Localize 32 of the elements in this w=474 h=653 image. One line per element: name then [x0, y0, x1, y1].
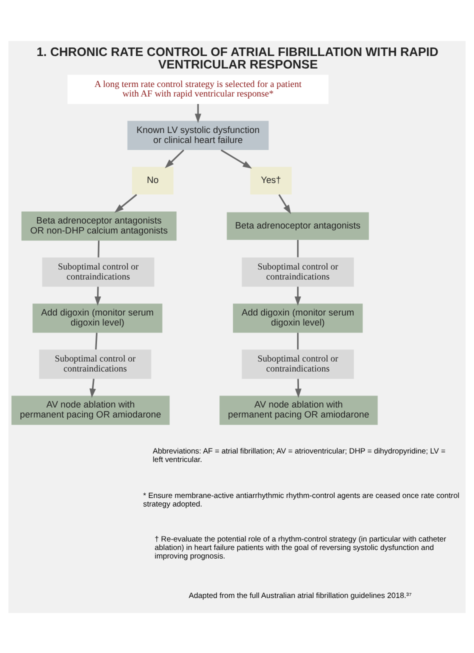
node-box: AV node ablation with permanent pacing OR amiodarone — [11, 395, 170, 424]
node-box: Add digoxin (monitor serum digoxin level) — [232, 303, 363, 332]
node-box: Beta adrenoceptor antagonists OR non-DHP calcium antagonists — [21, 210, 177, 240]
connector — [297, 239, 299, 257]
arrow — [94, 286, 102, 306]
node-box: Add digoxin (monitor serum digoxin level) — [32, 303, 162, 332]
node-box: Suboptimal control or contraindications — [39, 349, 152, 378]
arrow — [164, 149, 184, 168]
connector — [95, 332, 98, 350]
arrow — [220, 148, 252, 168]
node-box: Yes† — [250, 166, 292, 194]
arrow — [89, 378, 96, 398]
node-box: Suboptimal control or contraindications — [242, 349, 354, 378]
arrow — [194, 103, 202, 122]
node-box: Beta adrenoceptor antagonists — [226, 212, 369, 240]
node-box: AV node ablation with permanent pacing OR amiodarone — [220, 395, 378, 424]
label: † Re-evaluate the potential role of a rhythm-control strategy (in particular with catheter ablation) in heart failure patients with the goal of reversing systolic dysfunction and improving prognosis. — [154, 534, 446, 560]
arrow — [114, 194, 138, 212]
node-box: No — [132, 166, 174, 194]
node-box: Suboptimal control or contraindications — [242, 257, 354, 286]
node-box: A long term rate control strategy is selected for a patient with AF with rapid ventricular response* — [68, 74, 329, 104]
label: Abbreviations: AF = atrial fibrillation; AV = atrioventricular; DHP = dihydropyridine; LV = left ventricular. — [152, 446, 446, 464]
label: * Ensure membrane-active antiarrhythmic rhythm-control agents are ceased once rate control strategy adopted. — [143, 490, 460, 508]
connector — [297, 332, 299, 349]
label: Adapted from the full Australian atrial fibrillation guidelines 2018.³⁷ — [188, 590, 412, 600]
arrow — [294, 286, 302, 306]
diagram-title: 1. CHRONIC RATE CONTROL OF ATRIAL FIBRILLATION WITH RAPID VENTRICULAR RESPONSE — [36, 44, 438, 71]
node-box: Suboptimal control or contraindications — [42, 257, 154, 286]
arrow — [278, 194, 292, 214]
node-box: Known LV systolic dysfunction or clinical heart failure — [127, 120, 269, 150]
connector — [98, 240, 100, 257]
arrow — [295, 378, 302, 398]
